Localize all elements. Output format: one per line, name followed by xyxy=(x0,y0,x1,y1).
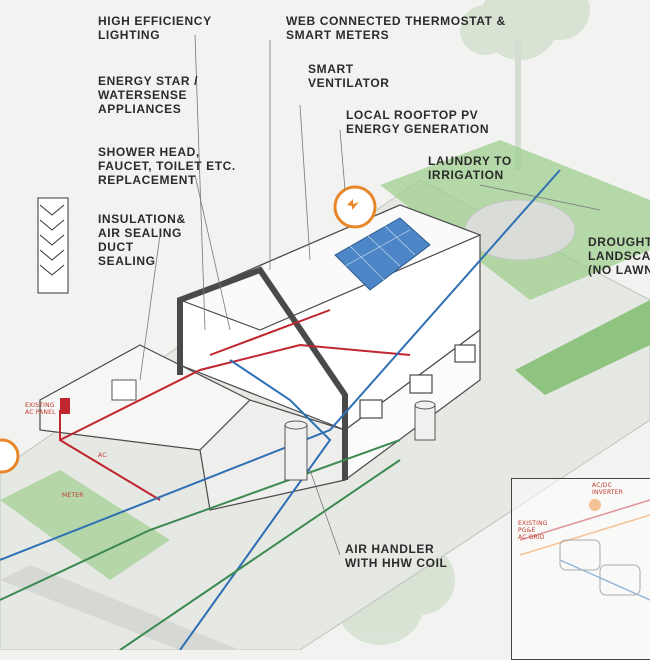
house-frame xyxy=(177,266,348,480)
side-path xyxy=(0,565,240,650)
irrigation-lines xyxy=(0,439,401,650)
electric-lines xyxy=(59,309,411,501)
air-handler-box xyxy=(111,379,137,401)
inset-diagram-frame xyxy=(511,478,650,660)
water-lines xyxy=(0,169,561,650)
existing-panel xyxy=(60,398,70,414)
label-air-handler: AIR HANDLER WITH HHW COIL xyxy=(345,542,448,570)
label-meter: METER xyxy=(62,492,84,499)
label-rooftop-pv: LOCAL ROOFTOP PV ENERGY GENERATION xyxy=(346,108,490,136)
label-laundry: LAUNDRY TO IRRIGATION xyxy=(428,154,512,182)
label-smart-ventilator: SMART VENTILATOR xyxy=(308,62,390,90)
label-energy-star: ENERGY STAR / WATERSENSE APPLIANCES xyxy=(98,74,199,116)
power-meter-icon xyxy=(0,185,377,474)
label-inverter: AC/DC INVERTER xyxy=(592,482,624,496)
label-shower-head: SHOWER HEAD, FAUCET, TOILET ETC. REPLACE… xyxy=(98,145,236,187)
label-insulation: INSULATION& AIR SEALING DUCT SEALING xyxy=(98,212,186,268)
lawn-area-right xyxy=(515,300,650,395)
label-leaders xyxy=(139,34,601,556)
water-heater-tank xyxy=(284,400,436,481)
label-existing-grid: EXISTING PG&E AC GRID xyxy=(518,520,548,541)
label-web-thermostat: WEB CONNECTED THERMOSTAT & SMART METERS xyxy=(286,14,506,42)
label-drought: DROUGHT LANDSCAP (NO LAWN xyxy=(588,235,650,277)
lawn-area-left xyxy=(0,470,170,580)
label-high-efficiency-lighting: HIGH EFFICIENCY LIGHTING xyxy=(98,14,212,42)
drought-landscape-bed xyxy=(464,199,576,261)
label-ac: AC xyxy=(98,452,107,459)
insulation-wall-section xyxy=(37,197,69,294)
label-existing-panel: EXISTING AC PANEL xyxy=(25,402,56,416)
solar-panel-icon xyxy=(334,217,431,291)
